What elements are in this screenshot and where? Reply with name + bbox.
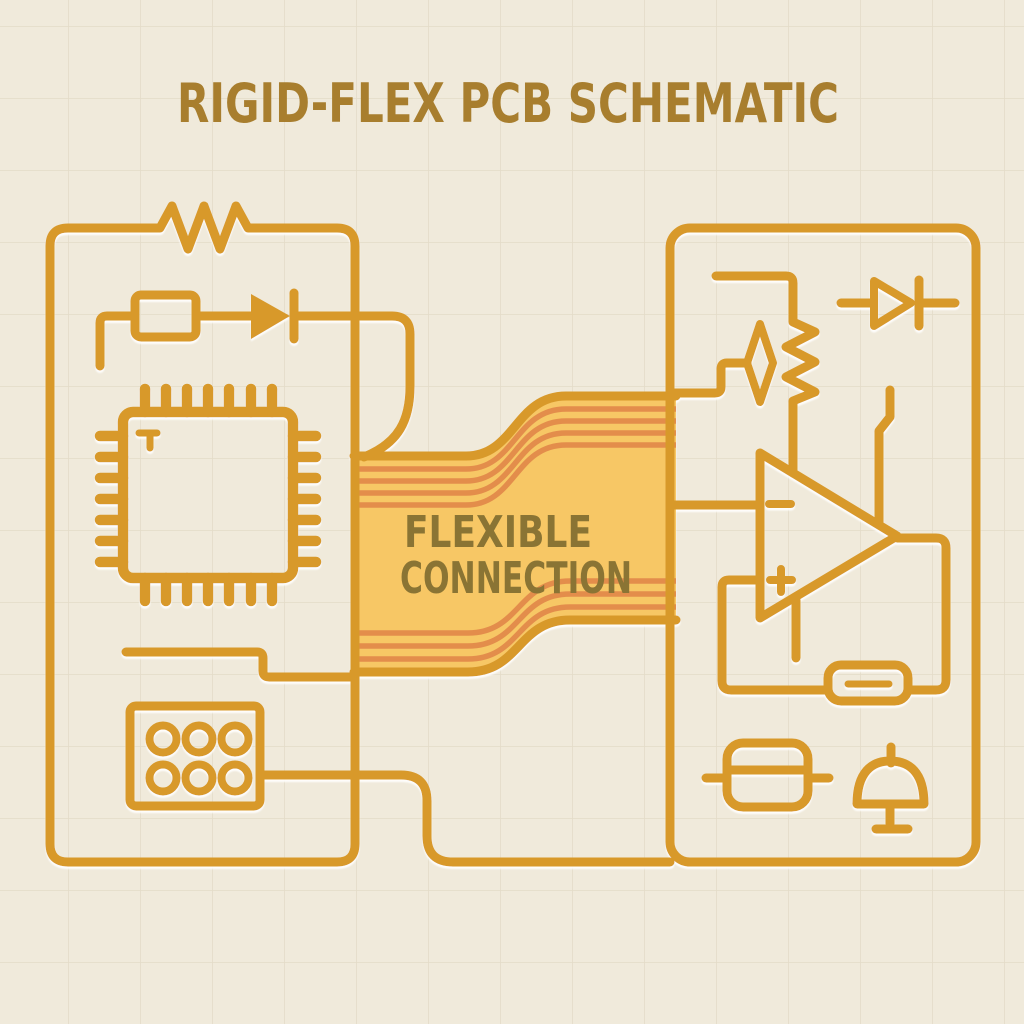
ribbon-label-line1: FLEXIBLE [404, 507, 592, 558]
ribbon-label: FLEXIBLE CONNECTION [400, 507, 632, 604]
diode-outline-icon [836, 275, 960, 331]
left-rigid-board [45, 201, 675, 867]
ribbon-bottom-edge [349, 615, 681, 677]
ribbon-label-line2: CONNECTION [400, 553, 632, 604]
left-board-outline-with-resistor [45, 201, 360, 867]
trace-zener-to-flex [667, 358, 752, 398]
diamond-zener-icon [667, 320, 777, 406]
chip-pin1-marker-icon [135, 429, 161, 452]
mcu-chip-icon [94, 383, 322, 607]
trace-lower-to-flex [121, 647, 357, 682]
ribbon-stripes [354, 406, 676, 662]
diode-icon [251, 294, 290, 339]
ribbon-fill [354, 396, 676, 672]
trace-diode-to-flex [289, 311, 415, 462]
switch-lever-icon [874, 385, 895, 529]
trace-noninverting-loop [717, 575, 833, 695]
ribbon-top-edge [349, 391, 681, 461]
flex-ribbon [349, 391, 681, 677]
chip-pins [94, 383, 322, 607]
right-board-outline [665, 223, 981, 867]
right-rigid-board [665, 223, 981, 867]
capacitor-component-icon [701, 738, 834, 812]
trace-to-component [95, 311, 140, 371]
header-connector-icon [125, 701, 265, 811]
trace-feedback-to-output [892, 533, 951, 695]
op-amp-icon [755, 448, 902, 623]
page-title: RIGID-FLEX PCB SCHEMATIC [177, 72, 839, 135]
vertical-resistor-icon [711, 271, 820, 478]
opamp-plus-sign [766, 565, 796, 596]
trace-connector-to-right-board [255, 770, 675, 867]
feedback-resistor-box-icon [823, 660, 913, 706]
buzzer-bell-icon [852, 742, 929, 834]
